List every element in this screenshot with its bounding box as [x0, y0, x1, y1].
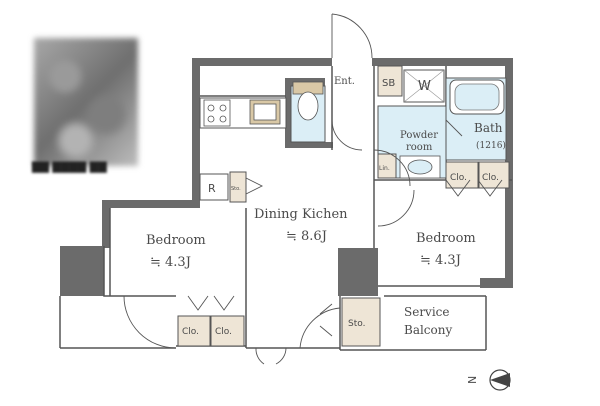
- service-balcony-label-2: Balcony: [404, 323, 452, 337]
- bedroom-right-label: Bedroom: [416, 231, 476, 246]
- toilet: [292, 81, 324, 121]
- bedroom-left-area: ≒ 4.3J: [150, 255, 191, 270]
- dining-kitchen-area: ≒ 8.6J: [286, 229, 327, 244]
- powder-room-label-2: room: [406, 142, 433, 153]
- bedroom-left-label: Bedroom: [146, 233, 206, 248]
- bath-size: (1216): [476, 140, 506, 151]
- bedroom-right-area: ≒ 4.3J: [420, 253, 461, 268]
- compass-label: N: [466, 376, 479, 384]
- shoe-box-label: SB: [382, 78, 395, 89]
- blurred-caption: ▇▇ ▇▇▇▇ ▇▇: [32, 160, 107, 173]
- kitchen-storage: [229, 171, 247, 203]
- compass-icon: N: [466, 369, 511, 391]
- blurred-logo: [34, 38, 138, 166]
- closet-label-1: Clo.: [182, 327, 199, 337]
- washbasin: [399, 155, 441, 179]
- closet-label-4: Clo.: [482, 173, 499, 183]
- refrigerator: [199, 173, 229, 201]
- closet-label-2: Clo.: [215, 327, 232, 337]
- refrigerator-label: R: [208, 182, 216, 195]
- washer-label: W: [418, 79, 431, 94]
- powder-room-label-1: Powder: [400, 130, 438, 141]
- linen-label: Lin.: [379, 165, 390, 172]
- service-balcony-label-1: Service: [404, 305, 450, 319]
- closet-label-3: Clo.: [450, 173, 467, 183]
- entrance-label: Ent.: [334, 76, 355, 87]
- bath-label: Bath: [474, 121, 503, 135]
- kitchen-counter: [199, 97, 287, 129]
- dining-kitchen-label: Dining Kichen: [254, 207, 348, 222]
- kitchen-storage-label: Sto.: [231, 186, 241, 192]
- balcony-storage-label: Sto.: [348, 319, 365, 329]
- door-swings: [123, 13, 503, 365]
- closets: [177, 65, 510, 347]
- bathtub-basin: [454, 83, 500, 111]
